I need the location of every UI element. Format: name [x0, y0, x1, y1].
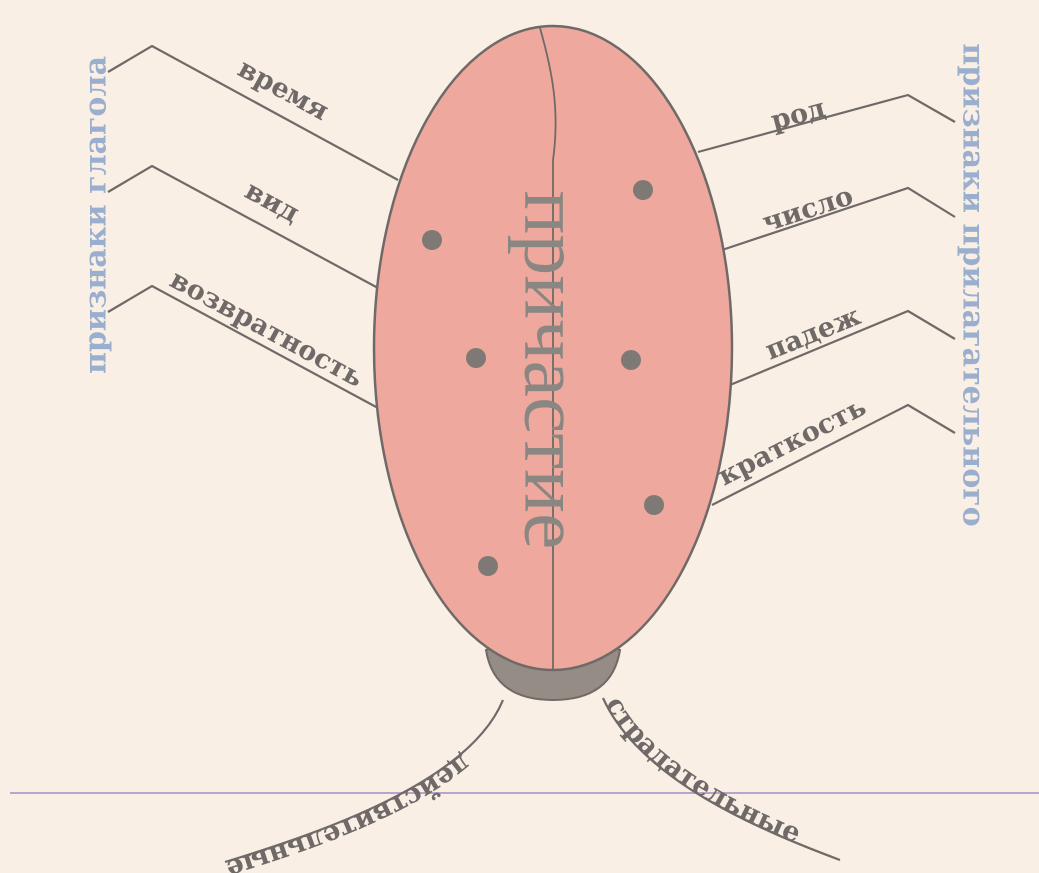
spot: [466, 348, 486, 368]
kind-label-active: действительные: [223, 748, 478, 873]
leg-vid: [108, 166, 378, 288]
right-side-title: признаки прилагательного: [956, 43, 991, 526]
leg-rod: [698, 95, 955, 152]
spot: [422, 230, 442, 250]
center-label: причастие: [508, 191, 599, 550]
spot: [478, 556, 498, 576]
feature-label-vremya: время: [233, 53, 334, 127]
feature-label-chislo: число: [759, 180, 857, 238]
feature-label-kratkost: краткость: [713, 391, 871, 492]
left-side-title: признаки глагола: [79, 56, 114, 374]
spot: [621, 350, 641, 370]
spot: [633, 180, 653, 200]
feature-label-rod: род: [768, 93, 829, 137]
feature-label-vozvratnost: возвратность: [165, 264, 369, 394]
kind-label-passive: страдательные: [599, 691, 805, 849]
spot: [644, 495, 664, 515]
feature-label-padezh: падеж: [761, 300, 865, 366]
feature-label-vid: вид: [240, 175, 305, 229]
